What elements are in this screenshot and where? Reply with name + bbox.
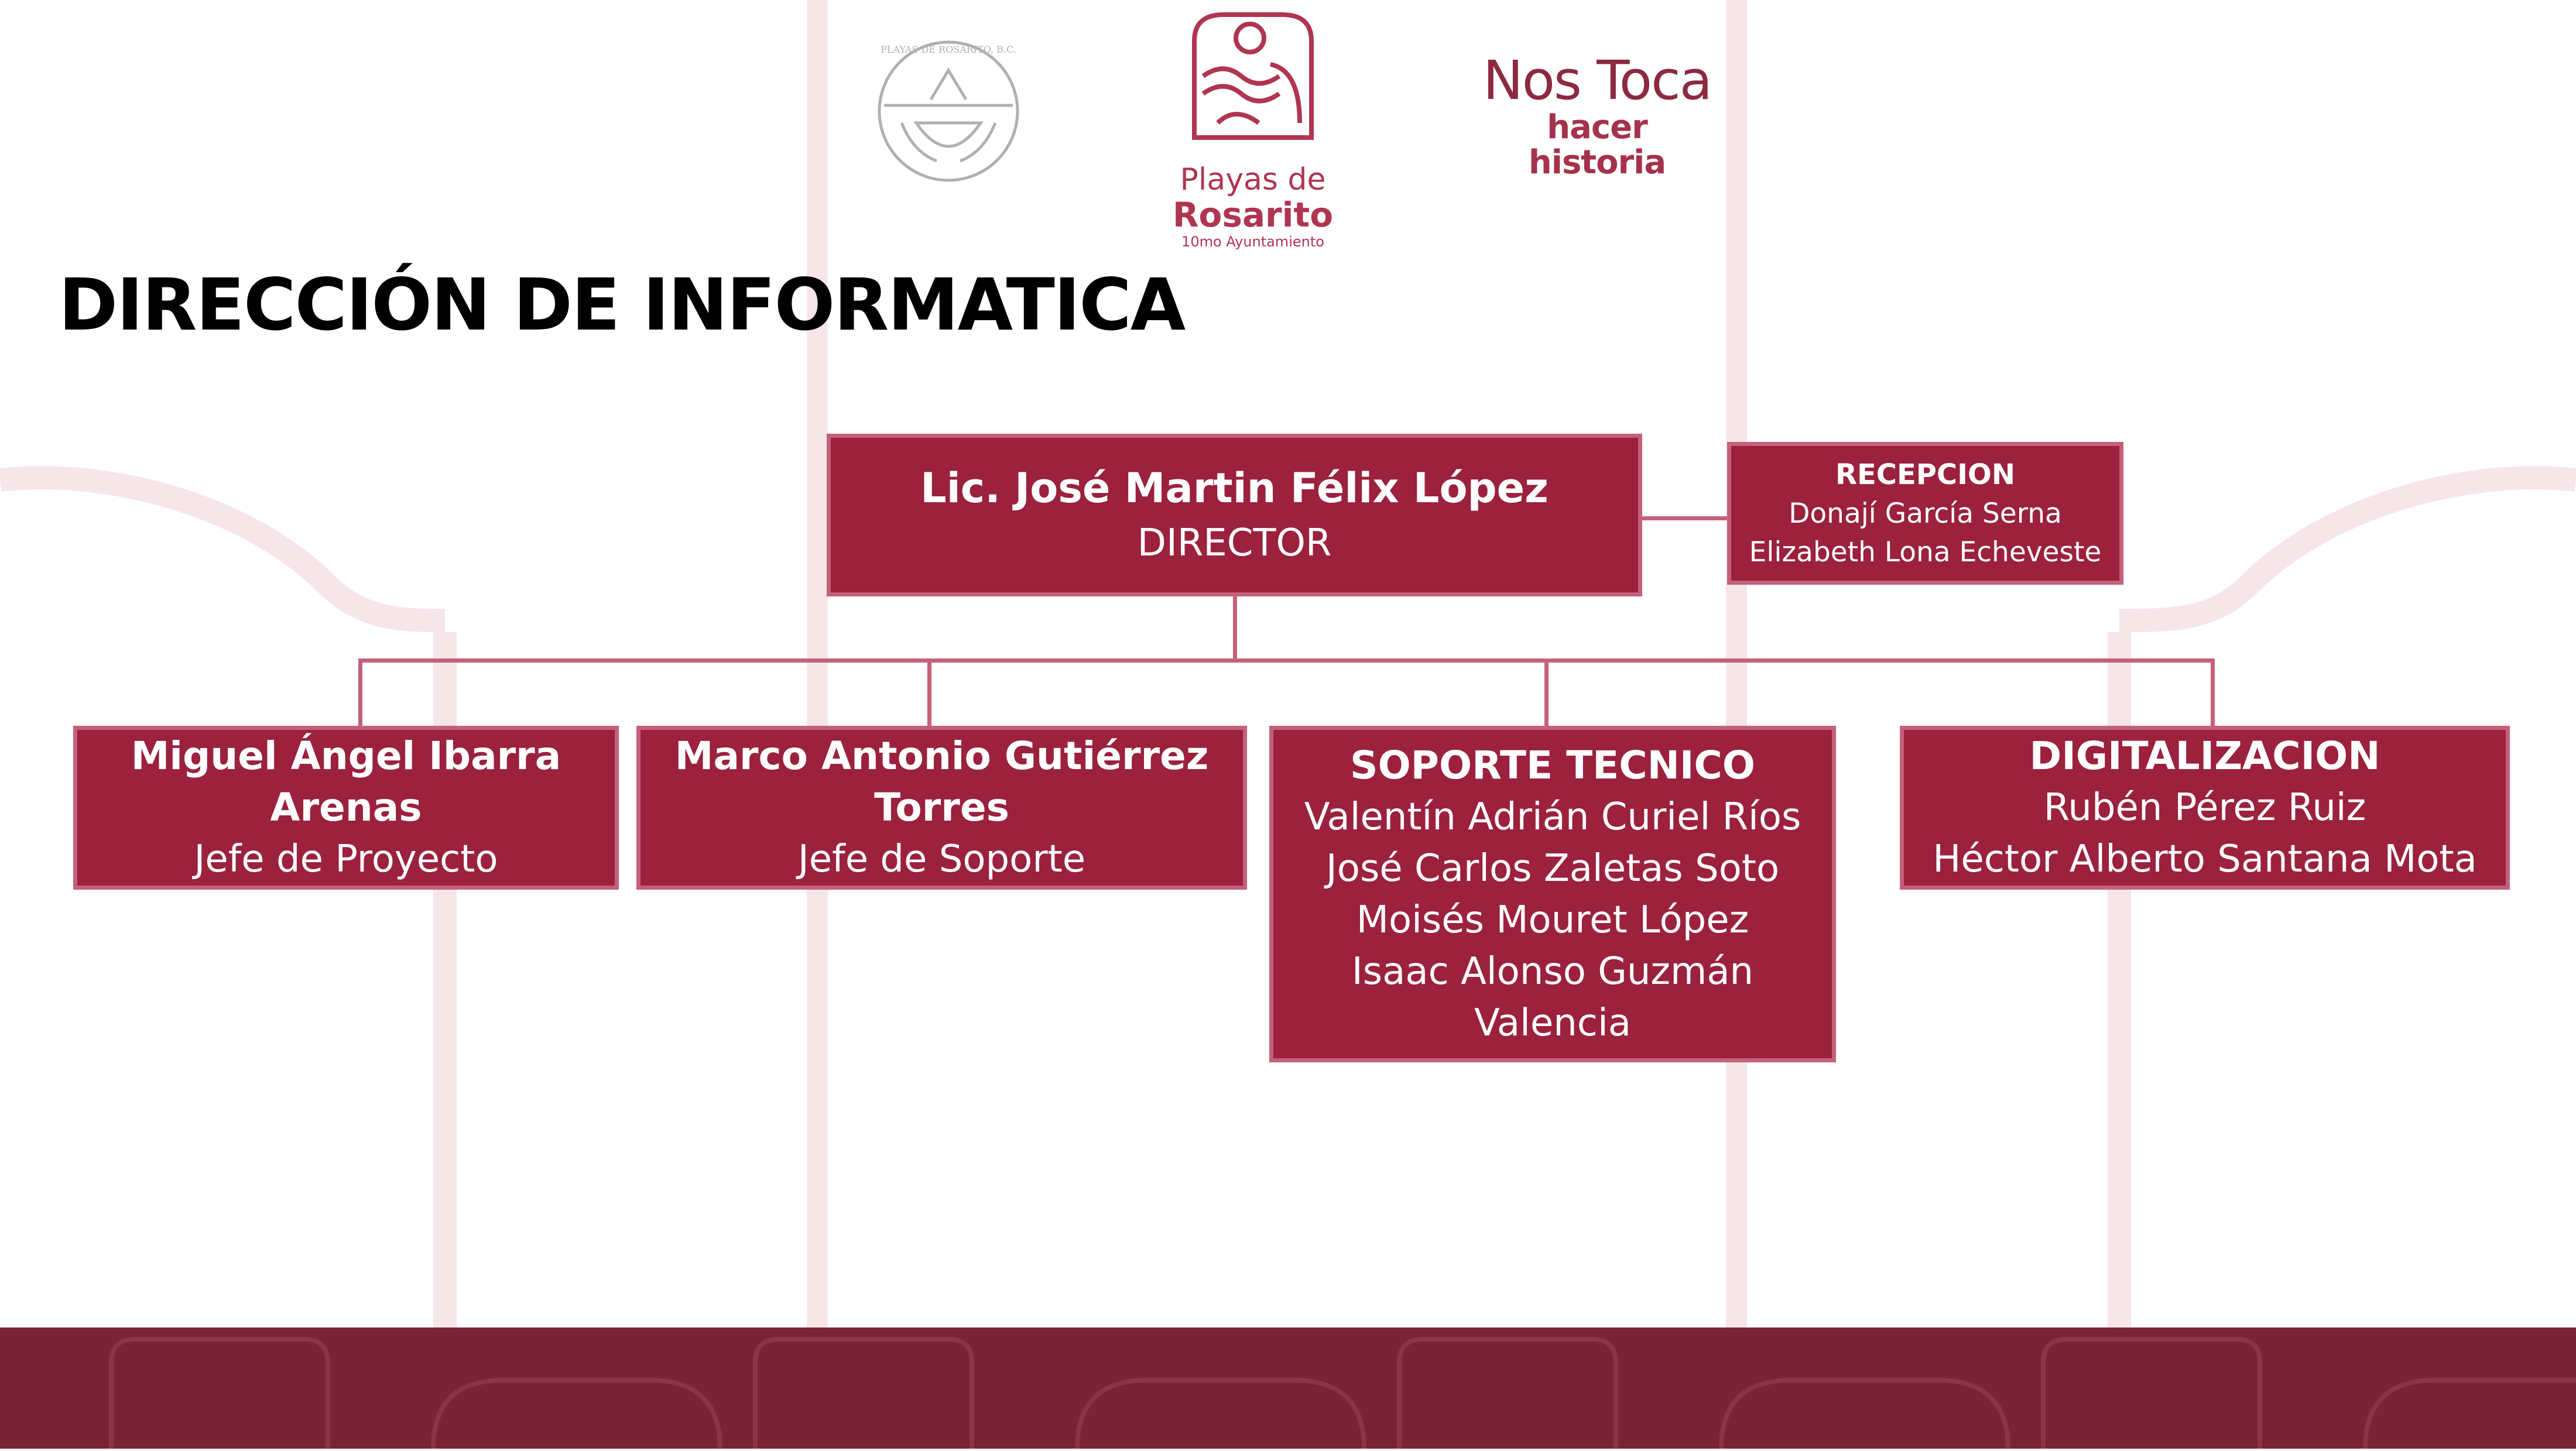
brand-wordmark: Playas de Rosarito 10mo Ayuntamiento bbox=[1165, 163, 1341, 251]
unit-member: Rubén Pérez Ruiz bbox=[2043, 786, 2366, 829]
connector-drop-2 bbox=[927, 658, 931, 726]
unit-name: Miguel Ángel Ibarra bbox=[131, 733, 561, 778]
slogan-line2: hacer historia bbox=[1528, 108, 1666, 181]
recepcion-member: Donají García Serna bbox=[1789, 498, 2062, 530]
footer-band bbox=[0, 1327, 2576, 1449]
unit-jefe-soporte-box: Marco Antonio Gutiérrez Torres Jefe de S… bbox=[636, 726, 1247, 890]
director-role: DIRECTOR bbox=[1137, 522, 1332, 565]
connector-drop-3 bbox=[1544, 658, 1549, 726]
connector-director-recepcion bbox=[1642, 516, 1727, 520]
slogan: Nos Toca hacer historia bbox=[1474, 52, 1720, 180]
brand-line3: 10mo Ayuntamiento bbox=[1181, 234, 1324, 250]
unit-name: Torres bbox=[874, 785, 1009, 830]
unit-role: Jefe de Proyecto bbox=[194, 838, 498, 881]
director-box: Lic. José Martin Félix López DIRECTOR bbox=[827, 434, 1642, 596]
connector-horizontal-bus bbox=[358, 658, 2215, 663]
recepcion-title: RECEPCION bbox=[1835, 458, 2015, 491]
unit-member: Moisés Mouret López bbox=[1356, 898, 1749, 942]
unit-title: DIGITALIZACION bbox=[2029, 733, 2380, 778]
unit-name: Arenas bbox=[270, 785, 422, 830]
unit-title: SOPORTE TECNICO bbox=[1350, 742, 1755, 788]
slogan-line1: Nos Toca bbox=[1482, 49, 1712, 112]
city-seal-icon: PLAYAS DE ROSARITO, B.C. bbox=[878, 40, 1019, 182]
unit-name: Marco Antonio Gutiérrez bbox=[674, 733, 1209, 778]
unit-digitalizacion-box: DIGITALIZACION Rubén Pérez Ruiz Héctor A… bbox=[1900, 726, 2510, 890]
recepcion-member: Elizabeth Lona Echeveste bbox=[1749, 536, 2102, 568]
unit-member: Valentín Adrián Curiel Ríos bbox=[1304, 795, 1801, 839]
unit-member: Héctor Alberto Santana Mota bbox=[1933, 838, 2477, 881]
unit-jefe-proyecto-box: Miguel Ángel Ibarra Arenas Jefe de Proye… bbox=[73, 726, 619, 890]
connector-drop-1 bbox=[358, 658, 362, 726]
connector-drop-4 bbox=[2211, 658, 2215, 726]
unit-role: Jefe de Soporte bbox=[797, 838, 1086, 881]
unit-member: Isaac Alonso Guzmán Valencia bbox=[1351, 949, 1754, 1045]
recepcion-box: RECEPCION Donají García Serna Elizabeth … bbox=[1727, 442, 2123, 585]
playas-de-rosarito-logo-icon bbox=[1192, 12, 1314, 140]
unit-member: José Carlos Zaletas Soto bbox=[1325, 846, 1780, 890]
brand-line1: Playas de bbox=[1180, 162, 1326, 197]
footer-pattern bbox=[109, 1337, 2576, 1449]
connector-director-down bbox=[1233, 596, 1237, 663]
unit-soporte-tecnico-box: SOPORTE TECNICO Valentín Adrián Curiel R… bbox=[1269, 726, 1836, 1062]
brand-line2: Rosarito bbox=[1172, 195, 1334, 235]
page-title: DIRECCIÓN DE INFORMATICA bbox=[59, 263, 1186, 347]
director-name: Lic. José Martin Félix López bbox=[920, 464, 1549, 512]
seal-text: PLAYAS DE ROSARITO, B.C. bbox=[881, 44, 1016, 55]
